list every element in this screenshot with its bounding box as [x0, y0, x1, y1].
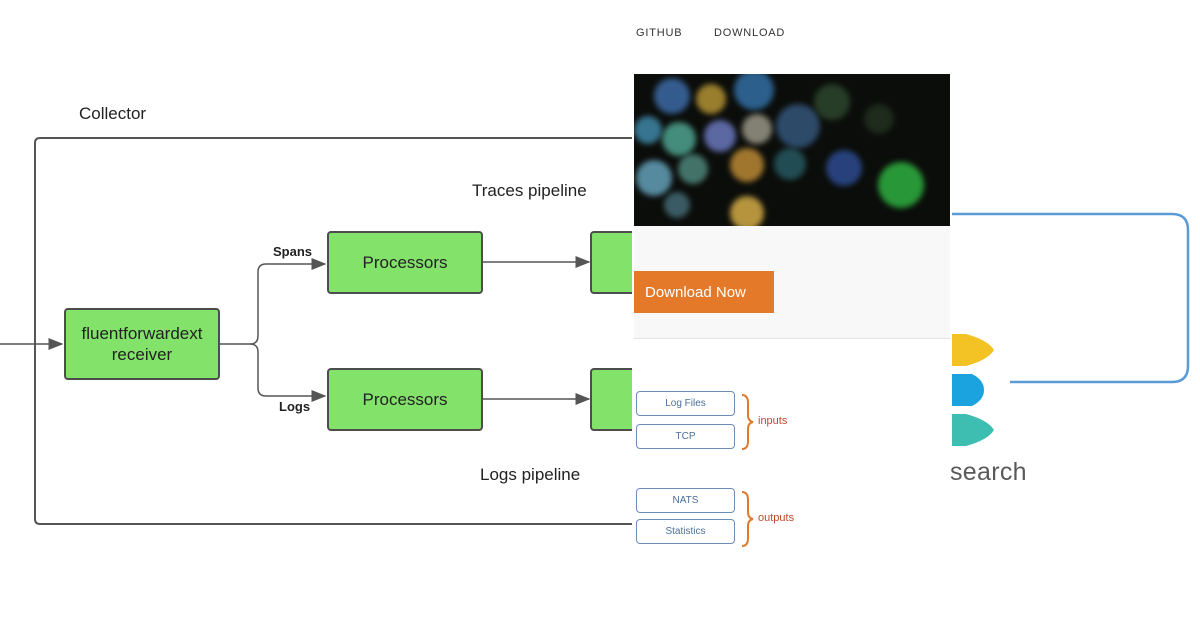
collector-boundary: [34, 137, 640, 525]
spans-edge-label: Spans: [273, 244, 313, 259]
receiver-line1: fluentforwardext: [81, 324, 203, 343]
hero-bokeh-image: [634, 74, 950, 226]
split-connector: [220, 258, 327, 345]
output-statistics: Statistics: [636, 519, 735, 544]
elastic-logo-icon: [952, 334, 994, 446]
outputs-label: outputs: [758, 512, 795, 524]
collector-title: Collector: [79, 104, 147, 123]
logo-connector: [952, 212, 1190, 384]
input-log-files: Log Files: [636, 391, 735, 416]
split-connector-logs: [249, 343, 327, 402]
logs-edge-label: Logs: [279, 399, 311, 414]
website-panel: GITHUB DOWNLOAD Download Now Log Files T…: [632, 0, 950, 630]
logs-processors-box: Processors: [327, 368, 483, 431]
logo-wordmark: search: [950, 458, 1027, 486]
input-tcp: TCP: [636, 424, 735, 449]
traces-pipeline-label: Traces pipeline: [472, 181, 587, 200]
inputs-brace-icon: [741, 394, 754, 450]
inputs-label: inputs: [758, 415, 788, 427]
output-nats: NATS: [636, 488, 735, 513]
logs-pipeline-label: Logs pipeline: [480, 465, 581, 484]
download-now-button[interactable]: Download Now: [634, 271, 774, 313]
traces-processors-box: Processors: [327, 231, 483, 294]
nav-github-link[interactable]: GITHUB: [636, 27, 683, 39]
cta-band: [634, 226, 950, 339]
nav-download-link[interactable]: DOWNLOAD: [714, 27, 786, 39]
receiver-box: fluentforwardext receiver: [64, 308, 220, 380]
outputs-brace-icon: [741, 491, 754, 547]
receiver-line2: receiver: [111, 345, 173, 364]
